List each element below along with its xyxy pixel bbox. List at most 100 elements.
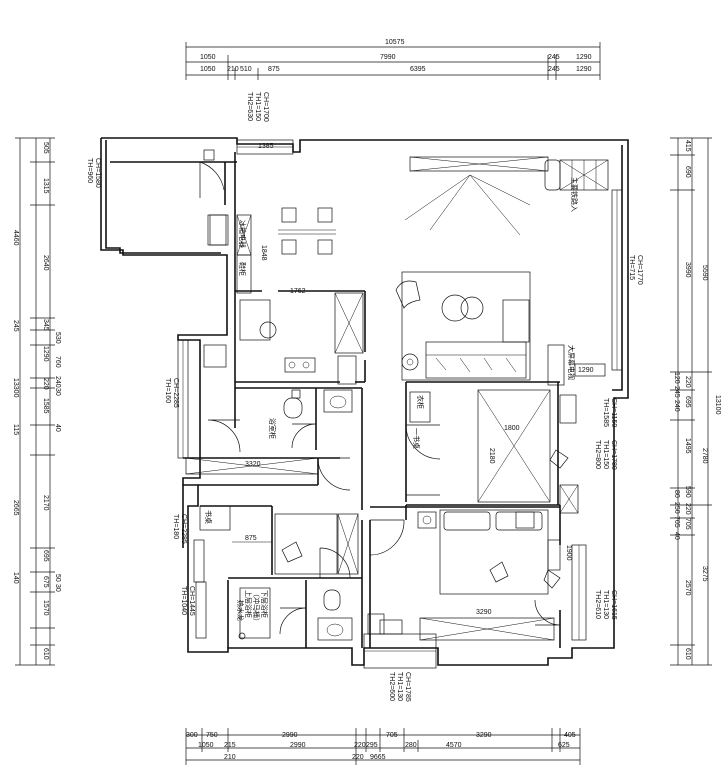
dim-left: 2665 [12,500,19,516]
dim-left: 13300 [12,378,19,398]
window-note: TH=1585 [602,398,609,427]
dim-right: 2780 [701,448,708,464]
dim-right: 220 [684,503,691,515]
dim-left: 760 [54,356,61,368]
window-note: CH=1780 [610,440,617,470]
dim-right: 415 [684,140,691,152]
wardrobe [419,617,555,641]
dim-bottom: 9665 [370,754,386,761]
dim-top: 245 [548,54,560,61]
label-bath1: 浴室柜 [268,418,277,439]
label-bath2: （冲马桶） [252,590,261,625]
bed [439,509,549,595]
dim-top: 6395 [410,66,426,73]
window-note: CH=1785 [404,672,411,702]
dim-right: 705 [673,516,680,528]
dim-right: 1495 [684,438,691,454]
window-note: CH=1150 [610,398,617,427]
window-note: CH=2285 [180,514,187,544]
window-note: CH=1700 [262,92,269,122]
sofa-area [401,271,531,381]
window-note: TH2=600 [388,672,395,701]
dim-left: 345 [42,319,49,331]
window-note: TH1=130 [602,590,609,619]
dim-right: 2570 [684,580,691,596]
dim-left: 140 [12,572,19,584]
basin-icon [323,389,353,413]
coffee-table [460,296,484,320]
inner-dim: 3290 [476,609,492,616]
inner-dim: 875 [245,535,257,542]
right-dimensions: 5590 13100 3275 415 690 3990 220 695 149… [670,137,721,666]
inner-dim: 1800 [504,425,520,432]
furniture: 主要铁路入 冰箱电器 鞋柜 1848 大屏幕电视 1290 [185,149,609,641]
dim-right: 245 [673,386,680,398]
dim-left: 1290 [42,346,49,362]
dim-left: 1315 [42,178,49,194]
dim-bottom: 2990 [282,732,298,739]
inner-dim: 1290 [578,367,594,374]
dim-bottom: 2990 [290,742,306,749]
inner-dim: 1848 [260,245,267,261]
sofa [425,341,527,379]
dim-right: 690 [684,166,691,178]
inner-dim: 3320 [245,461,261,468]
window-note: TH1=130 [396,672,403,701]
bottom-dimensions: 300 750 2990 705 3290 405 1050 215 2990 … [185,728,581,765]
dining-chair [317,239,333,255]
dim-right: 5590 [701,265,708,281]
dim-bottom: 220 [354,742,366,749]
dim-left: 530 [54,332,61,344]
dim-left: 1570 [42,600,49,616]
dim-top-overall: 10575 [385,39,405,46]
toilet-icon [283,397,303,419]
dim-top: 210 [227,66,239,73]
dim-bottom: 295 [366,742,378,749]
dim-right: 80 [673,490,680,498]
sink-icon [259,321,277,339]
dim-bottom: 705 [386,732,398,739]
dim-bottom: 750 [206,732,218,739]
tv-unit [547,344,565,386]
tv-cabinet [409,156,549,172]
toilet-icon [323,589,341,611]
dining-chair [281,239,297,255]
window-note: TH=160 [164,378,171,403]
dim-top: 875 [268,66,280,73]
dim-left: 695 [42,550,49,562]
dim-left: 610 [42,648,49,660]
inner-dim: 1900 [565,545,572,561]
dim-right: 13100 [714,395,721,415]
dim-left: 2640 [42,255,49,271]
label-shoe: 鞋柜 [238,262,247,276]
window-note: CH=1445 [188,586,195,616]
kitchen-counter [334,292,364,354]
label-study: 书桌 [204,510,213,524]
dim-right: 220 [684,376,691,388]
dim-left: 675 [42,576,49,588]
window-note: TH2=610 [594,590,601,619]
dim-left: 30 [54,388,61,396]
window-note: CH=2285 [172,378,179,408]
label-bath2: 上层浴柜 [244,590,253,618]
dim-right: 3990 [684,262,691,278]
inner-dim: 2180 [488,448,495,464]
dim-top: 1290 [576,54,592,61]
label-wardrobe1: 衣柜 [416,395,425,409]
dim-bottom: 1050 [198,742,214,749]
dim-left: 115 [12,424,19,435]
label-desk: 一书桌 [412,428,421,449]
dim-left: 240 [54,376,61,388]
dim-right: 240 [673,400,680,412]
dim-bottom: 405 [564,732,576,739]
dim-bottom: 210 [224,754,236,761]
dim-top: 1290 [576,66,592,73]
dim-right: 695 [684,396,691,408]
dim-left: 505 [42,142,49,154]
dim-left: 50 [54,574,61,582]
dim-bottom: 625 [558,742,570,749]
window-notes: CH=1700 TH1=150 TH2=630 CH=1580 TH=960 C… [86,92,643,702]
dim-top: 1050 [200,66,216,73]
dim-bottom: 215 [224,742,236,749]
